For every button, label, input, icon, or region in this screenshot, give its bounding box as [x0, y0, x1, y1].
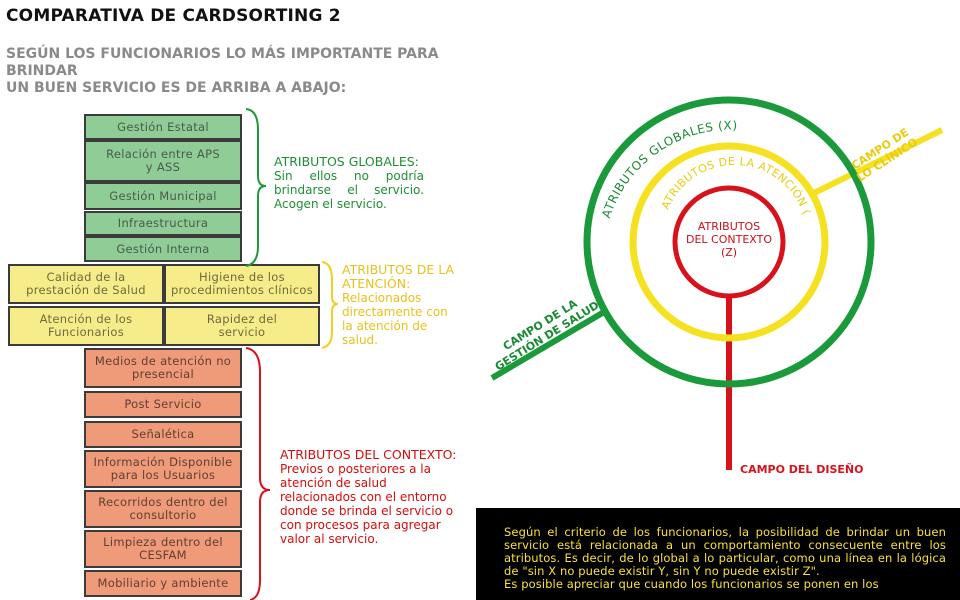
inner-label-line: ATRIBUTOS — [698, 220, 760, 233]
card-gestion-municipal: Gestión Municipal — [84, 182, 242, 210]
global-attributes-ring — [583, 96, 875, 388]
note-attention-attributes: ATRIBUTOS DE LA ATENCIÓN: Relacionados d… — [342, 262, 454, 348]
card-senaletica: Señalética — [84, 421, 242, 448]
attention-attributes-ring — [629, 142, 829, 342]
card-infraestructura: Infraestructura — [84, 211, 242, 236]
context-attributes-ring — [672, 185, 786, 299]
middle-ring-label: ATRIBUTOS DE LA ATENCIÓN (Y) — [470, 60, 813, 217]
card-gestion-estatal: Gestión Estatal — [84, 114, 242, 140]
attention-bracket — [321, 261, 339, 349]
page-title: COMPARATIVA DE CARDSORTING 2 — [6, 6, 341, 26]
inner-label-line: (Z) — [721, 246, 737, 259]
note-context-attributes: ATRIBUTOS DEL CONTEXTO: Previos o poster… — [280, 447, 457, 547]
card-mobiliario-ambiente: Mobiliario y ambiente — [84, 570, 242, 597]
description-box: Según el criterio de los funcionarios, l… — [476, 508, 960, 600]
description-paragraph: Según el criterio de los funcionarios, l… — [504, 525, 946, 578]
category-brackets — [245, 108, 339, 600]
subtitle-line: UN BUEN SERVICIO ES DE ARRIBA A ABAJO: — [6, 80, 347, 96]
health-management-field-label: CAMPO DE LA GESTIÓN DE SALUD — [493, 297, 602, 374]
context-bracket — [245, 347, 271, 600]
page-subtitle: SEGÚN LOS FUNCIONARIOS LO MÁS IMPORTANTE… — [6, 46, 486, 97]
design-field-label: CAMPO DEL DISEÑO — [740, 463, 863, 476]
subtitle-line: SEGÚN LOS FUNCIONARIOS LO MÁS IMPORTANTE… — [6, 46, 439, 79]
clinical-field-label: CAMPO DE LO CLÍNICO — [849, 126, 920, 185]
description-paragraph: Es posible apreciar que cuando los funci… — [504, 577, 879, 591]
card-post-servicio: Post Servicio — [84, 391, 242, 418]
clinical-field-line — [810, 127, 944, 197]
card-gestion-interna: Gestión Interna — [84, 236, 242, 262]
health-management-field-line — [490, 309, 606, 381]
concentric-attributes-diagram: ATRIBUTOS GLOBALES (X) ATRIBUTOS DE LA A… — [470, 60, 944, 476]
global-bracket — [245, 108, 267, 267]
inner-label-line: DEL CONTEXTO — [686, 233, 772, 246]
note-global-attributes: ATRIBUTOS GLOBALES: Sin ellos no podría … — [274, 154, 424, 212]
